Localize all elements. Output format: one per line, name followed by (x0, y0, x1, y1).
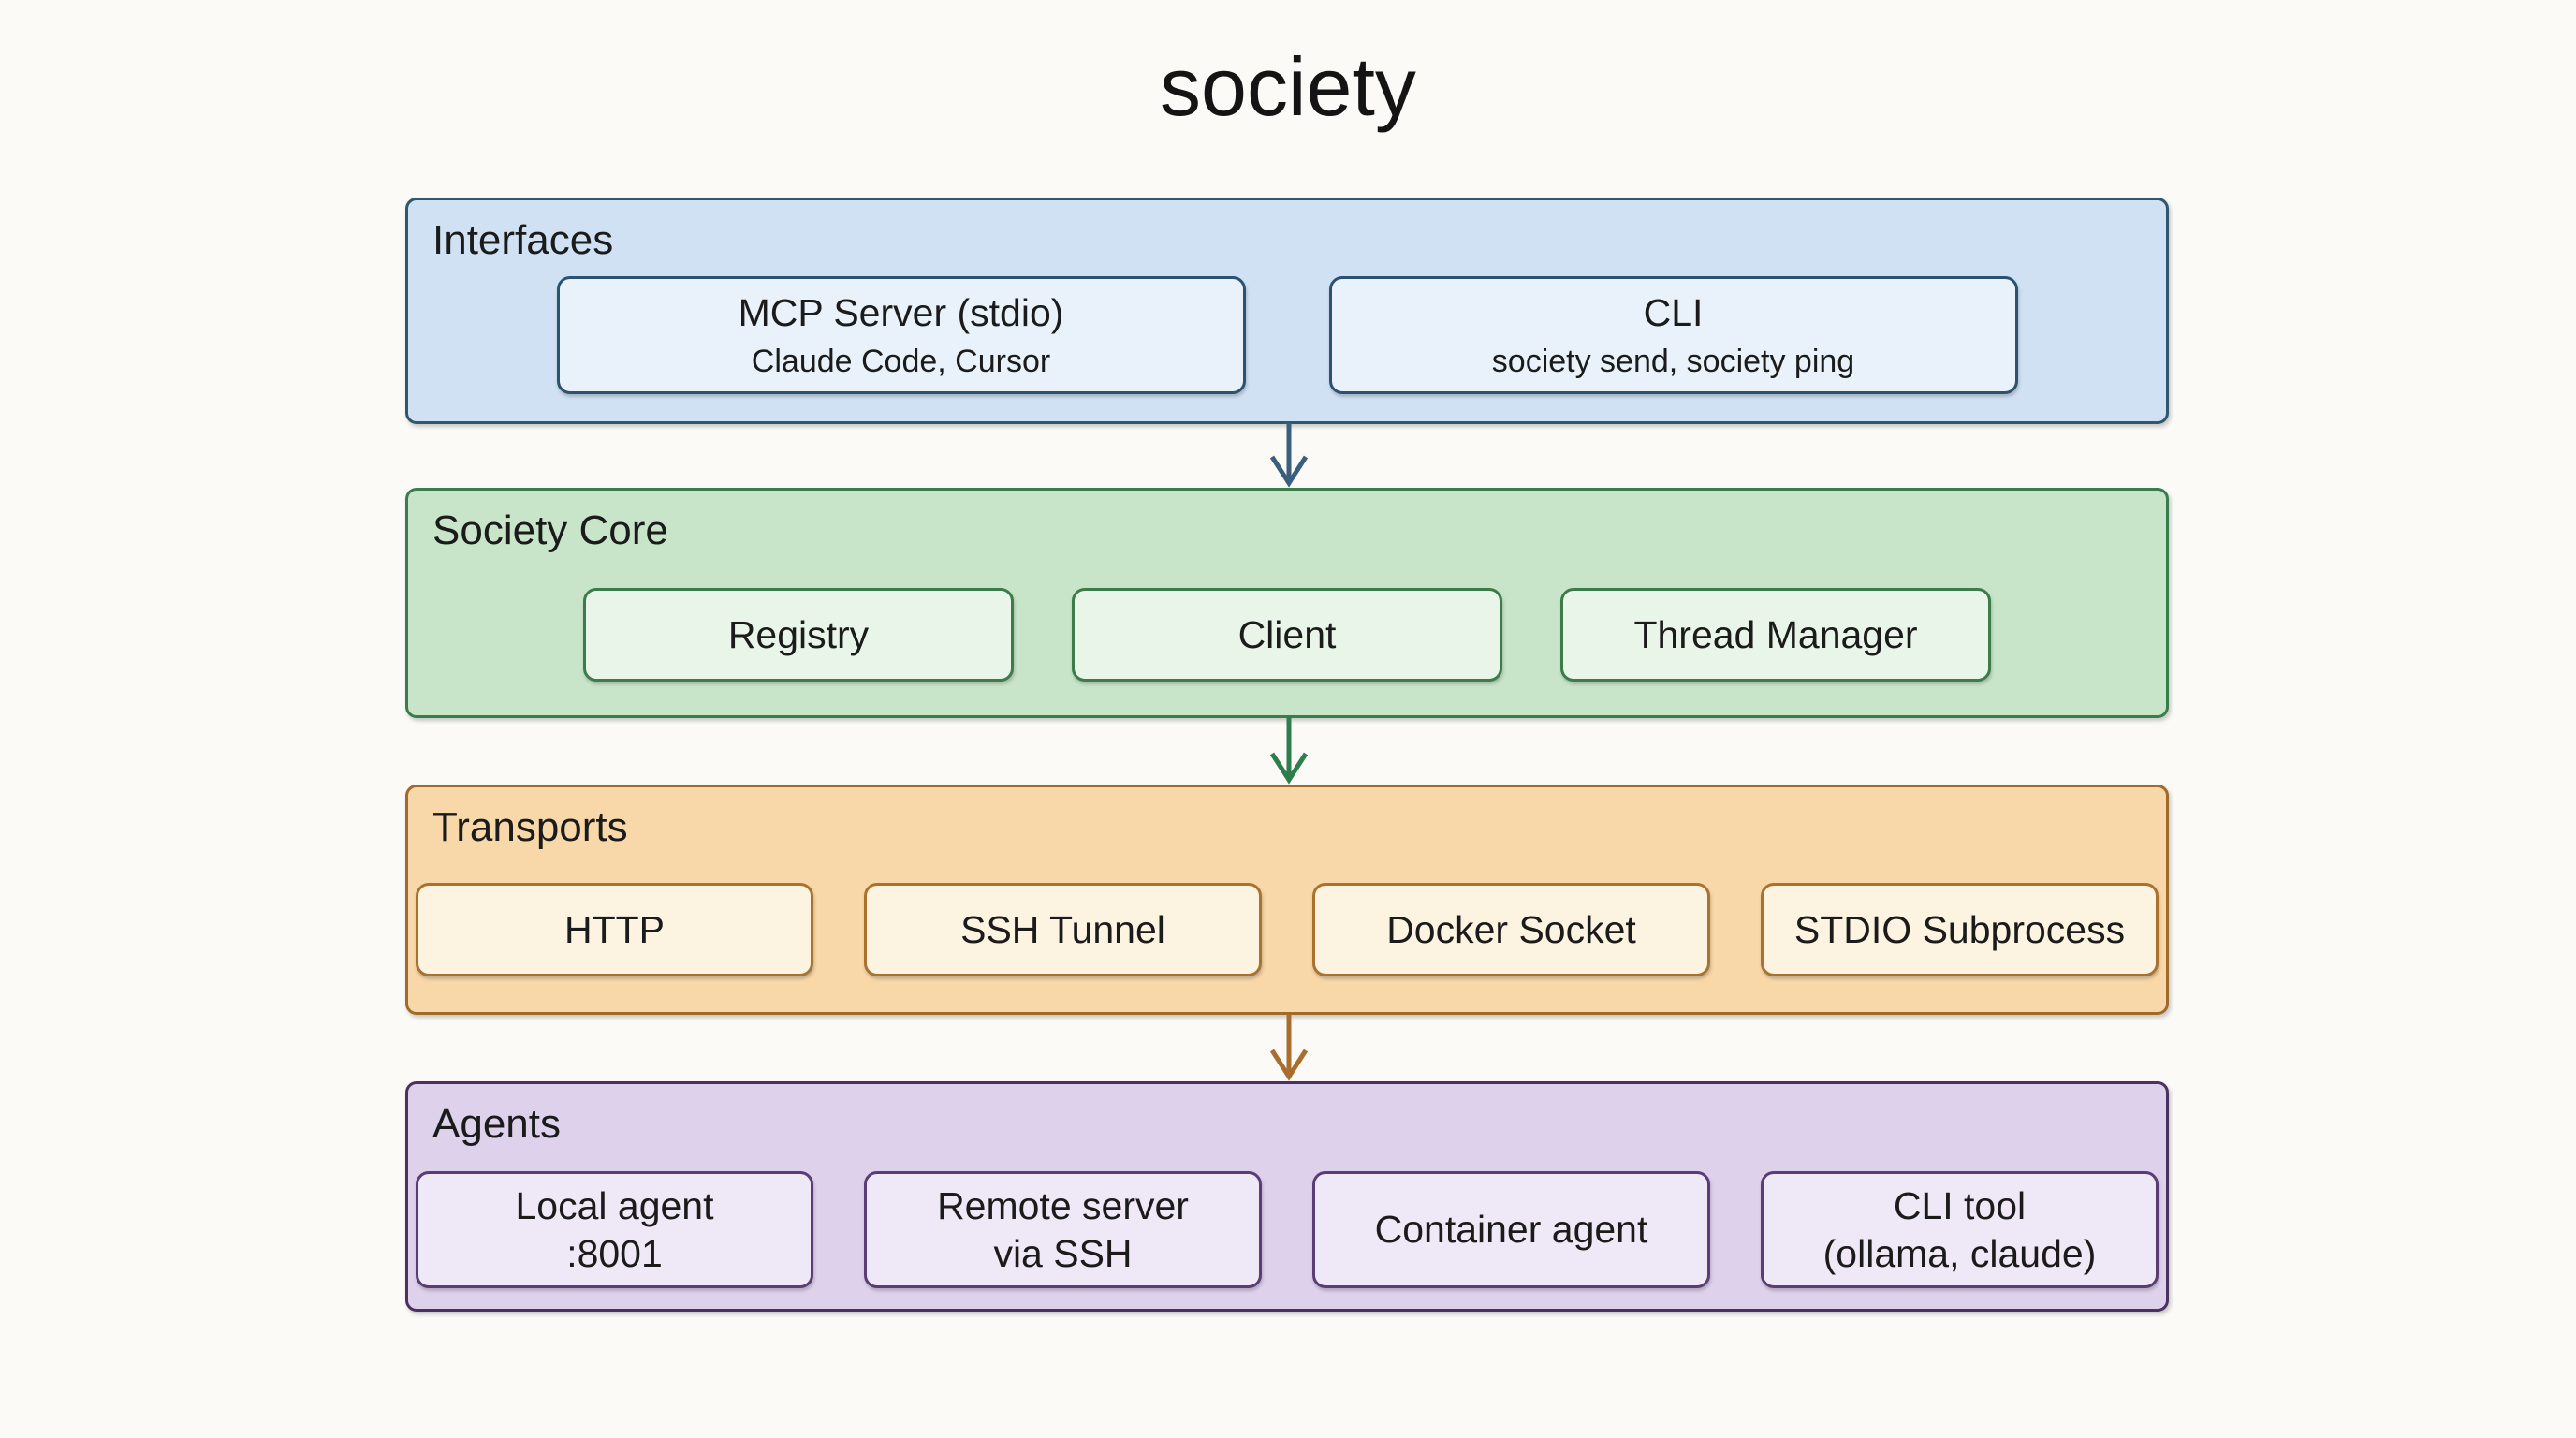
node-title-cli-tool: CLI tool (1893, 1184, 2027, 1228)
node-subtitle-cli: society send, society ping (1491, 344, 1855, 380)
node-docker-socket: Docker Socket (1312, 883, 1710, 976)
node-title-stdio-subprocess: STDIO Subprocess (1793, 907, 2126, 951)
layer-agents: Agents Local agent :8001 Remote server v… (405, 1081, 2169, 1312)
node-title-mcp-server: MCP Server (stdio) (738, 291, 1064, 335)
node-client: Client (1072, 588, 1502, 682)
node-title-ssh-tunnel: SSH Tunnel (960, 907, 1165, 951)
node-cli-tool: CLI tool (ollama, claude) (1761, 1171, 2159, 1288)
node-title-http: HTTP (564, 907, 666, 951)
node-registry: Registry (583, 588, 1014, 682)
node-subtitle-mcp-server: Claude Code, Cursor (751, 344, 1051, 380)
node-thread-manager: Thread Manager (1560, 588, 1991, 682)
arrow-transports-to-agents (1268, 1014, 1310, 1082)
arrow-interfaces-to-core (1268, 423, 1310, 489)
layer-interfaces: Interfaces MCP Server (stdio) Claude Cod… (405, 198, 2169, 424)
node-title-docker-socket: Docker Socket (1386, 907, 1636, 951)
node-title-client: Client (1237, 612, 1337, 656)
node-remote-server: Remote server via SSH (864, 1171, 1262, 1288)
node-local-agent: Local agent :8001 (416, 1171, 813, 1288)
down-arrow-icon (1269, 717, 1309, 785)
node-mcp-server: MCP Server (stdio) Claude Code, Cursor (556, 276, 1246, 394)
layer-items-agents: Local agent :8001 Remote server via SSH … (408, 1171, 2166, 1288)
node-cli: CLI society send, society ping (1328, 276, 2018, 394)
node-title-local-agent: Local agent (515, 1184, 714, 1228)
node-line2-cli-tool: (ollama, claude) (1822, 1231, 2097, 1275)
layer-items-interfaces: MCP Server (stdio) Claude Code, Cursor C… (408, 276, 2166, 394)
node-title-registry: Registry (727, 612, 870, 656)
node-line2-remote-server: via SSH (993, 1231, 1133, 1275)
node-title-container-agent: Container agent (1374, 1208, 1648, 1252)
node-line2-local-agent: :8001 (566, 1231, 663, 1275)
node-container-agent: Container agent (1312, 1171, 1710, 1288)
layer-label-society-core: Society Core (432, 507, 668, 553)
layer-items-transports: HTTP SSH Tunnel Docker Socket STDIO Subp… (408, 883, 2166, 976)
node-title-remote-server: Remote server (937, 1184, 1189, 1228)
down-arrow-icon (1269, 423, 1309, 488)
layer-label-agents: Agents (432, 1101, 561, 1147)
node-title-cli: CLI (1643, 291, 1704, 335)
layer-transports: Transports HTTP SSH Tunnel Docker Socket… (405, 785, 2169, 1015)
node-title-thread-manager: Thread Manager (1633, 612, 1918, 656)
layer-label-transports: Transports (432, 804, 628, 850)
diagram-title: society (1160, 40, 1416, 133)
node-stdio-subprocess: STDIO Subprocess (1761, 883, 2159, 976)
arrow-core-to-transports (1268, 717, 1310, 785)
node-ssh-tunnel: SSH Tunnel (864, 883, 1262, 976)
layer-society-core: Society Core Registry Client Thread Mana… (405, 488, 2169, 718)
node-http: HTTP (416, 883, 813, 976)
layer-label-interfaces: Interfaces (432, 217, 614, 263)
layer-items-society-core: Registry Client Thread Manager (408, 588, 2166, 682)
down-arrow-icon (1269, 1014, 1309, 1081)
